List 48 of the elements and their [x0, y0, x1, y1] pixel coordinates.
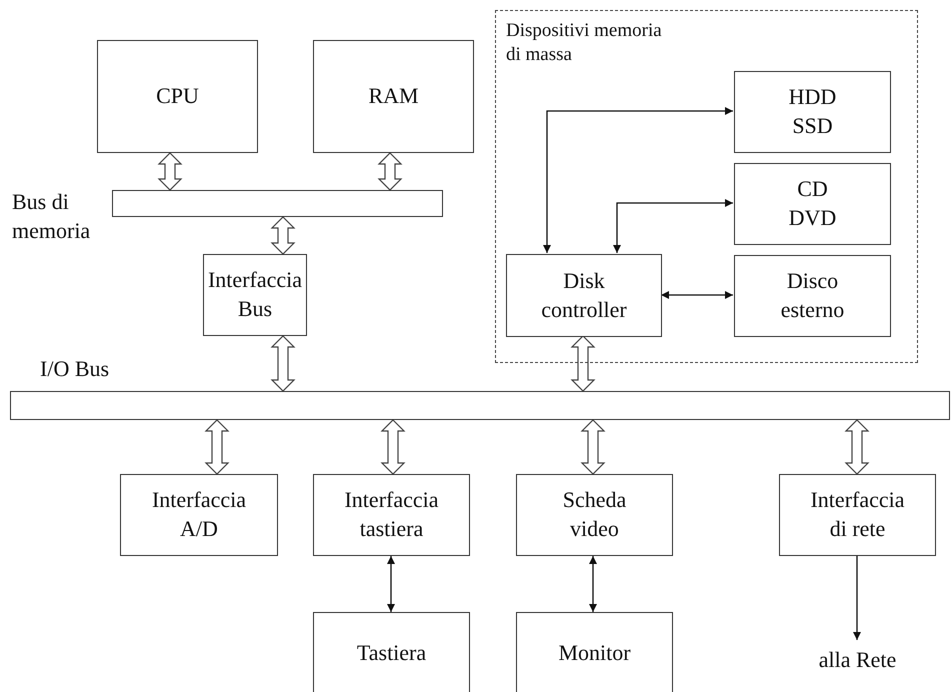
hollow-double-arrow	[580, 419, 606, 475]
hollow-double-arrow	[204, 419, 230, 475]
component-box	[734, 255, 891, 337]
arrow	[589, 556, 597, 612]
node-label: Disk controller	[540, 266, 628, 324]
node-label: Interfaccia Bus	[206, 266, 304, 323]
component-box	[97, 40, 258, 153]
node-label: Interfaccia di rete	[809, 486, 906, 543]
dashed-group-frame	[495, 10, 918, 363]
node-label: HDD SSD	[788, 83, 838, 140]
node-label: Interfaccia tastiera	[343, 486, 440, 543]
node-label: CD DVD	[788, 175, 838, 232]
component-box	[313, 474, 470, 556]
arrow	[661, 291, 733, 299]
component-box	[516, 612, 673, 692]
arrow	[543, 107, 733, 253]
hollow-double-arrow	[158, 152, 182, 191]
component-box	[203, 254, 307, 336]
bus-bar	[112, 190, 443, 217]
arrow	[613, 199, 733, 253]
bus-bar	[10, 391, 950, 420]
node-label: Interfaccia A/D	[150, 486, 248, 543]
component-box	[734, 71, 891, 153]
hollow-double-arrow	[270, 216, 296, 255]
node-label: Disco esterno	[780, 267, 846, 324]
bus-label: I/O Bus	[40, 355, 110, 383]
hollow-double-arrow	[270, 335, 296, 392]
node-label: alla Rete	[818, 646, 896, 674]
bus-label: Bus di memoria	[12, 188, 92, 245]
node-label: RAM	[368, 82, 419, 110]
arrow	[387, 556, 395, 612]
component-box	[120, 474, 278, 556]
node-label: Monitor	[558, 638, 631, 667]
node-label: Scheda video	[562, 486, 628, 543]
component-box	[734, 163, 891, 245]
hollow-double-arrow	[378, 152, 402, 191]
node-label: Tastiera	[356, 638, 426, 667]
node-label: CPU	[156, 82, 199, 110]
component-box	[506, 254, 662, 337]
hollow-double-arrow	[844, 419, 870, 475]
component-box	[313, 40, 474, 153]
arrow	[853, 556, 861, 640]
component-box	[516, 474, 673, 556]
group-title: Dispositivi memoria di massa	[506, 19, 663, 66]
hollow-double-arrow	[570, 335, 596, 392]
hollow-double-arrow	[380, 419, 406, 475]
component-box	[779, 474, 936, 556]
component-box	[313, 612, 470, 692]
